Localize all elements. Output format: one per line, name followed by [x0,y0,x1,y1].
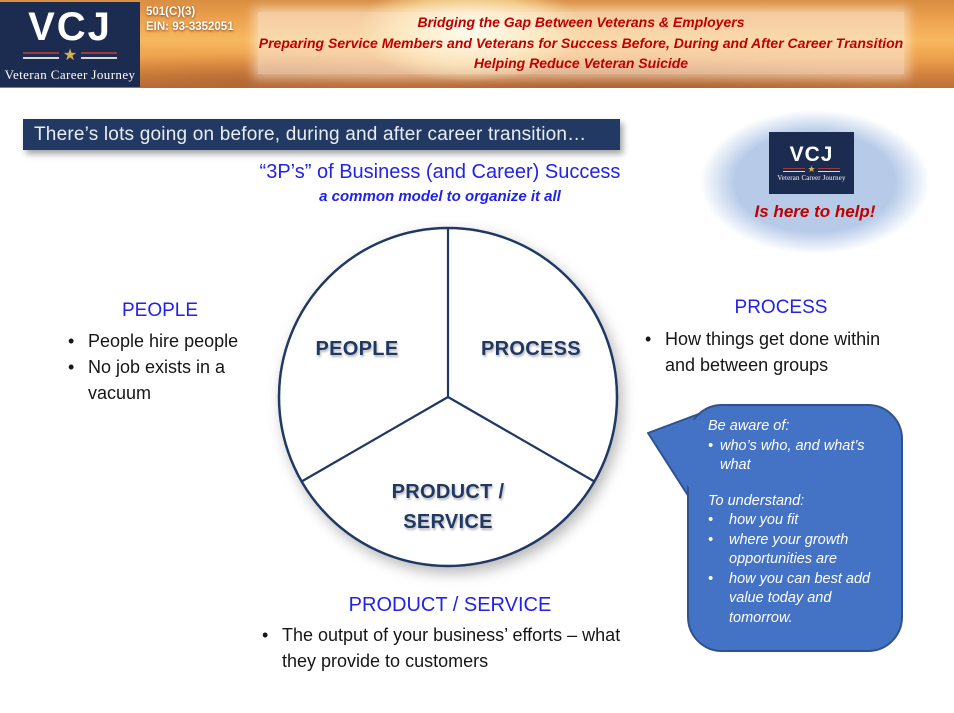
bullet-icon: • [708,531,714,548]
vcj-mini-divider: ★ [783,164,840,174]
list-item: • How things get done within and between… [645,326,910,378]
logo-line-left [22,52,59,59]
vcj-mini-acronym: VCJ [789,143,834,166]
tagline-line-1: Bridging the Gap Between Veterans & Empl… [417,14,745,31]
process-bullet-list: • How things get done within and between… [645,326,910,378]
vcj-logo-acronym: VCJ [28,4,112,49]
nonprofit-ein: EIN: 93-3352051 [146,21,234,33]
callout-speech-bubble [647,404,903,652]
callout-text: Be aware of: • who’s who, and what’s wha… [708,417,892,628]
helper-caption: Is here to help! [754,202,876,221]
nonprofit-info: 501(C)(3) EIN: 93-3352051 [146,5,234,35]
list-item: • where your growth opportunities are [708,531,892,570]
star-icon: ★ [62,46,78,64]
list-item: • who’s who, and what’s what [708,437,892,476]
callout-spacer [708,476,892,492]
bullet-icon: • [262,625,269,645]
pie-segment-label-product-service: PRODUCT / SERVICE [367,477,529,537]
list-item: • People hire people [68,328,260,354]
header-banner: Bridging the Gap Between Veterans & Empl… [0,0,954,88]
vcj-mini-logo: VCJ ★ Veteran Career Journey [769,132,854,194]
bullet-icon: • [68,331,75,351]
callout-heading-1: Be aware of: [708,418,790,434]
bullet-icon: • [708,437,714,454]
vcj-logo-divider: ★ [22,46,118,64]
nonprofit-status: 501(C)(3) [146,6,196,18]
tagline-panel: Bridging the Gap Between Veterans & Empl… [258,12,904,74]
tagline-line-3: Helping Reduce Veteran Suicide [473,55,689,72]
bullet-icon: • [645,329,652,349]
vcj-mini-name: Veteran Career Journey [777,175,846,182]
list-item: • how you can best add value today and t… [708,570,892,629]
helper-ellipse: VCJ ★ Veteran Career Journey Is here to … [700,110,930,254]
process-section-heading: PROCESS [734,297,828,318]
slide-title-bar: There’s lots going on before, during and… [23,119,620,150]
vcj-logo-name: Veteran Career Journey [4,66,136,82]
list-item: • how you fit [708,511,892,531]
model-title: “3P’s” of Business (and Career) Success [259,161,621,183]
mini-line-right [817,167,840,172]
people-section-heading: PEOPLE [121,300,199,321]
pie-product-line2: SERVICE [403,511,493,533]
pie-segment-label-people: PEOPLE [315,338,399,360]
bullet-icon: • [708,512,714,528]
callout-heading-2: To understand: [708,492,805,509]
tagline-line-2: Preparing Service Members and Veterans f… [258,34,904,51]
product-section-heading: PRODUCT / SERVICE [348,594,552,616]
bullet-icon: • [708,570,714,587]
bullet-icon: • [68,357,75,377]
pie-segment-label-process: PROCESS [481,338,581,360]
star-icon: ★ [807,164,816,174]
vcj-logo: VCJ ★ Veteran Career Journey [0,2,140,87]
list-item: • No job exists in a vacuum [68,354,260,406]
product-bullet-list: • The output of your business’ efforts –… [262,622,640,674]
people-bullet-list: • People hire people • No job exists in … [68,328,260,406]
pie-product-line1: PRODUCT / [391,481,505,503]
mini-line-left [783,167,806,172]
logo-line-right [81,52,118,59]
three-p-pie-diagram [277,226,619,568]
list-item: • The output of your business’ efforts –… [262,622,640,674]
model-subtitle: a common model to organize it all [319,188,561,205]
